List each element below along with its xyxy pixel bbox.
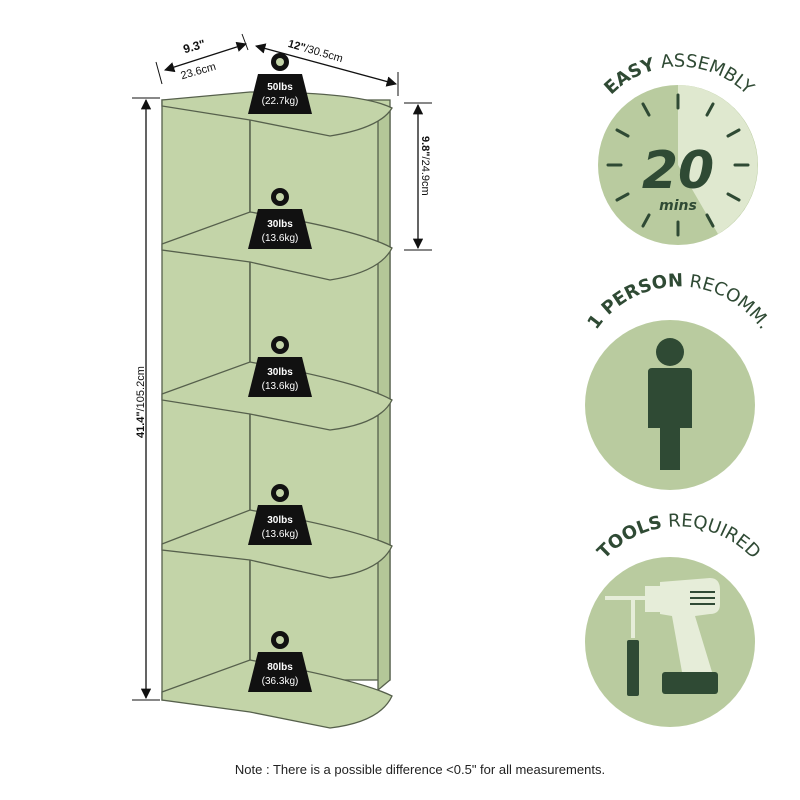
weight-kg: (13.6kg) [262,381,299,392]
weight-lbs: 30lbs [267,515,293,526]
weight-kg: (13.6kg) [262,529,299,540]
weight-icon: 80lbs (36.3kg) [248,631,312,692]
weight-lbs: 30lbs [267,367,293,378]
height-inches: 41.4" [135,411,147,438]
width-separator: / [303,43,310,56]
tools-required-bold: TOOLS [593,512,664,563]
width-cm: 30.5cm [306,44,344,65]
shelf-gap-cm: 24.9cm [419,160,431,196]
weight-icon: 50lbs (22.7kg) [248,53,312,114]
assembly-time-unit: mins [659,198,697,214]
one-person-badge: 1 PERSON RECOMM. [583,270,775,490]
shelf-gap-label: 9.8"/24.9cm [419,136,431,196]
shelf-gap-separator: / [419,157,431,161]
weight-icon: 30lbs (13.6kg) [248,336,312,397]
weight-lbs: 80lbs [267,662,293,673]
clock-elapsed-wedge [678,85,758,234]
width-label: 12"/30.5cm [286,38,344,65]
measurement-note: Note : There is a possible difference <0… [234,762,606,777]
weight-kg: (36.3kg) [262,676,299,687]
easy-assembly-badge: EASY ASSEMBLY 20 mins [598,51,759,245]
width-inches: 12" [286,38,306,54]
dimension-height: 41.4"/105.2cm [132,97,160,701]
dimension-depth: 9.3" 23.6cm [155,33,249,85]
tools-required-title: TOOLS REQUIRED [593,510,764,563]
screwdriver-icon [627,598,639,696]
one-person-regular: RECOMM. [683,271,775,334]
dimension-shelf-gap: 9.8"/24.9cm [404,102,432,251]
depth-inches: 9.3" [182,37,207,57]
height-separator: / [135,407,147,411]
weight-lbs: 50lbs [267,82,293,93]
height-label: 41.4"/105.2cm [135,366,147,438]
clock-ticks [606,93,750,237]
assembly-time-value: 20 [642,141,714,201]
weight-icon: 30lbs (13.6kg) [248,188,312,249]
person-icon [648,338,692,470]
tools-required-badge: TOOLS REQUIRED [585,510,765,727]
weight-lbs: 30lbs [267,219,293,230]
shelf-gap-inches: 9.8" [419,136,431,157]
weight-kg: (13.6kg) [262,233,299,244]
tools-required-regular: REQUIRED [661,510,765,563]
drill-icon [605,578,720,694]
weight-kg: (22.7kg) [262,96,299,107]
height-cm: 105.2cm [135,366,147,408]
weight-icon: 30lbs (13.6kg) [248,484,312,545]
